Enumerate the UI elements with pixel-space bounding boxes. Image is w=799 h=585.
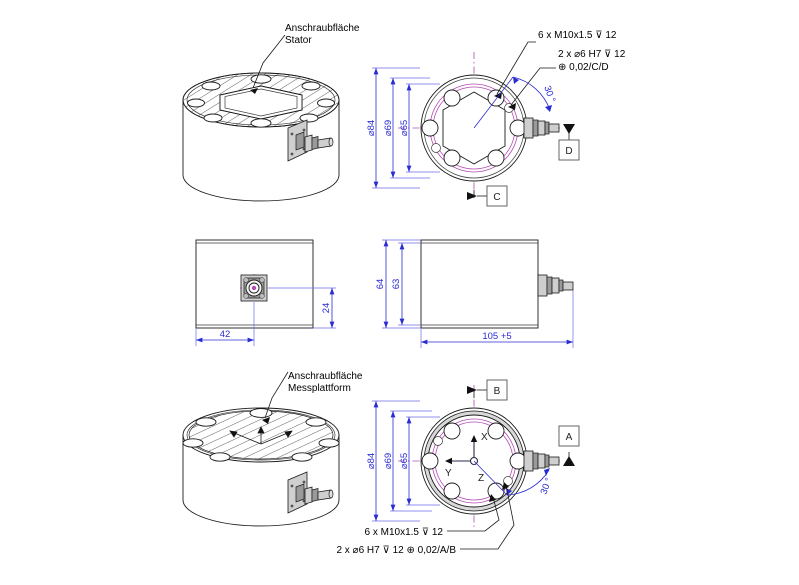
dim-left-vertical: 24 <box>321 303 332 314</box>
datum-b-label: B <box>494 386 501 397</box>
datum-a-label: A <box>566 432 573 443</box>
label-platform-line2: Messplattform <box>288 383 351 394</box>
dim-right-height-inner: 63 <box>391 279 402 290</box>
label-stator-line1: Anschraubfläche <box>285 23 360 34</box>
note-bottom-dowel: 2 x ⌀6 H7 ⊽ 12 ⊕ 0,02/A/B <box>336 545 456 556</box>
dim-bottom-bolt-circle: ⌀69 <box>383 453 394 469</box>
stator-bolt-holes <box>187 74 335 128</box>
dim-top-bolt-circle: ⌀69 <box>383 120 394 136</box>
platform-axis-arrows <box>229 426 293 445</box>
label-stator-line2: Stator <box>285 35 312 46</box>
platform-connector <box>287 471 334 514</box>
dim-right-length: 105 +5 <box>482 331 511 342</box>
note-top-dowel: 2 x ⌀6 H7 ⊽ 12 <box>558 49 626 60</box>
top-view-connector <box>523 117 560 139</box>
front-view-right: 64 63 105 +5 <box>375 239 574 348</box>
front-right-connector <box>537 274 574 297</box>
bottom-circular-view: X Y Z ⌀84 ⌀69 ⌀65 B <box>336 379 580 556</box>
dim-bottom-inner-diameter: ⌀65 <box>399 453 410 469</box>
dim-left-horizontal: 42 <box>220 329 231 340</box>
isometric-view-platform: Anschraubfläche Messplattform <box>182 371 363 527</box>
isometric-view-stator: Anschraubfläche Stator <box>182 23 360 202</box>
bottom-bolt-holes <box>421 422 527 500</box>
front-left-connector <box>240 274 268 302</box>
dim-bottom-outer-diameter: ⌀84 <box>366 453 377 469</box>
axis-label-x: X <box>481 432 488 443</box>
dim-right-height-outer: 64 <box>375 279 386 290</box>
label-platform-line1: Anschraubfläche <box>288 371 363 382</box>
front-view-left: 24 42 <box>195 239 336 346</box>
note-top-thread: 6 x M10x1.5 ⊽ 12 <box>538 30 617 41</box>
datum-d-label: D <box>565 146 572 157</box>
note-top-position-tolerance: ⊕ 0,02/C/D <box>558 62 609 73</box>
bottom-view-connector <box>523 450 560 472</box>
axis-label-y: Y <box>445 468 452 479</box>
bottom-dowel-holes <box>433 436 513 486</box>
platform-bolt-holes <box>182 408 340 462</box>
dim-top-outer-diameter: ⌀84 <box>366 120 377 136</box>
note-bottom-thread: 6 x M10x1.5 ⊽ 12 <box>365 527 444 538</box>
datum-c-label: C <box>493 192 500 203</box>
axis-label-z: Z <box>478 473 484 484</box>
dim-top-inner-diameter: ⌀65 <box>399 120 410 136</box>
stator-connector <box>287 119 334 162</box>
top-circular-view: ⌀84 ⌀69 ⌀65 6 x M10x1.5 ⊽ 12 2 x ⌀6 H7 ⊽… <box>366 30 626 207</box>
